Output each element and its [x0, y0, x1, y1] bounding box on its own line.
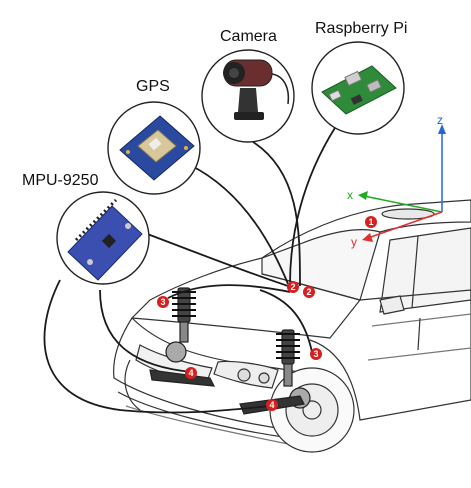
axis-y-arrow [362, 233, 373, 242]
markers: 1 2 2 3 3 4 4 [157, 216, 377, 411]
axis-x-label: x [347, 188, 353, 202]
camera-label: Camera [220, 28, 277, 45]
gps-component [107, 101, 201, 195]
camera-icon [223, 59, 290, 120]
axis-y-line [367, 211, 443, 239]
car-side-window [379, 227, 471, 313]
raspberry-pi-board-icon [321, 65, 397, 115]
gps-label: GPS [136, 78, 170, 95]
cable-gps [189, 164, 289, 285]
axis-x-arrow [358, 191, 368, 200]
svg-text:1: 1 [368, 217, 373, 227]
mpu-component [56, 191, 150, 285]
mpu-board-icon [67, 198, 143, 281]
raspberry-pi-component [311, 41, 405, 135]
car-roof [261, 199, 471, 259]
mpu-label: MPU-9250 [22, 172, 99, 189]
gps-module-icon [119, 115, 195, 181]
cable-to-strut-left [167, 284, 291, 299]
svg-text:4: 4 [269, 400, 274, 410]
car-illustration [113, 199, 471, 453]
svg-text:2: 2 [306, 287, 311, 297]
left-suspension [149, 287, 216, 387]
axis-z-arrow [438, 124, 446, 134]
cable-camera [249, 139, 301, 287]
coordinate-axes: z x y [347, 113, 446, 249]
camera-component [201, 49, 295, 143]
roof-sensor-pad [381, 208, 435, 220]
marker-3a: 3 [157, 296, 169, 308]
axis-x-line [363, 195, 443, 213]
cable-raspberry-pi [289, 119, 341, 285]
marker-3b: 3 [310, 348, 322, 360]
raspberry-pi-label: Raspberry Pi [315, 20, 408, 37]
cable-mpu-left [43, 279, 271, 414]
svg-text:3: 3 [313, 349, 318, 359]
cable-mpu-top [141, 231, 289, 287]
svg-text:3: 3 [160, 297, 165, 307]
axis-z-label: z [437, 113, 443, 127]
svg-text:4: 4 [188, 368, 193, 378]
car-body-side [309, 289, 471, 421]
svg-text:2: 2 [290, 282, 295, 292]
marker-2a: 2 [287, 281, 299, 293]
car-hood [130, 257, 362, 339]
cable-to-strut-right [259, 289, 313, 353]
axis-y-label: y [351, 235, 357, 249]
marker-2b: 2 [303, 286, 315, 298]
marker-1: 1 [365, 216, 377, 228]
car-mirror [379, 295, 405, 315]
cable-mpu-mid [99, 289, 193, 373]
cables [43, 119, 341, 414]
marker-4b: 4 [266, 399, 278, 411]
marker-4a: 4 [185, 367, 197, 379]
